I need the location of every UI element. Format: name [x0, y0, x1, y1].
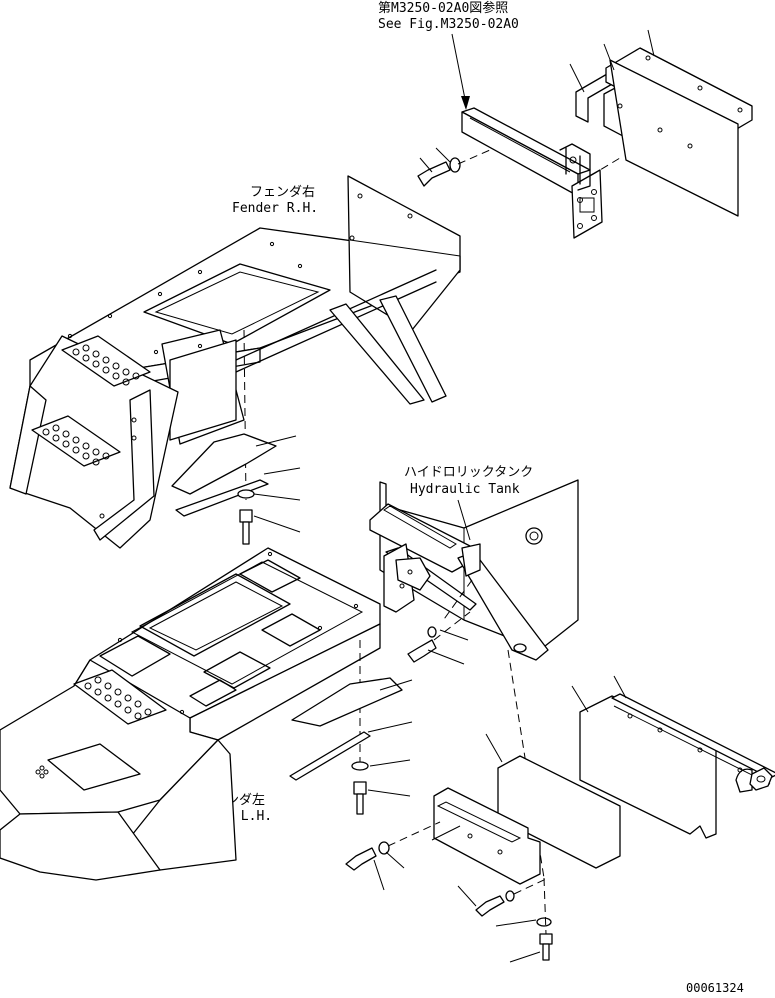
upper-bracket-assembly	[417, 29, 753, 239]
lh-bolt	[353, 781, 367, 815]
rh-lower-parts	[171, 329, 301, 545]
lower-bolt-2	[475, 877, 549, 917]
step-2-holes	[42, 424, 110, 466]
lh-lower-parts	[289, 640, 413, 815]
fender-rh-label-jp: フェンダ右	[250, 185, 315, 200]
hydraulic-tank-label-en: Hydraulic Tank	[410, 482, 520, 497]
reference-label-en: See Fig.M3250-02A0	[378, 17, 519, 32]
lower-bolt-1	[345, 821, 441, 871]
fender-rh-label-en: Fender R.H.	[232, 201, 318, 216]
lower-bolt-3	[536, 877, 553, 961]
rh-bolt	[239, 509, 253, 545]
step-1-holes	[72, 344, 140, 386]
reference-arrow	[451, 33, 470, 110]
reference-label-jp: 第M3250-02A0図参照	[378, 0, 508, 16]
lower-right-assembly	[345, 675, 775, 963]
lh-vent-holes	[35, 765, 49, 779]
drawing-number: 00061324	[686, 981, 744, 995]
fender-lh	[0, 547, 381, 881]
lh-step-holes	[84, 676, 152, 720]
fender-rh	[9, 175, 461, 549]
hydraulic-tank	[369, 479, 579, 879]
hydraulic-tank-label-jp: ハイドロリックタンク	[404, 465, 533, 480]
